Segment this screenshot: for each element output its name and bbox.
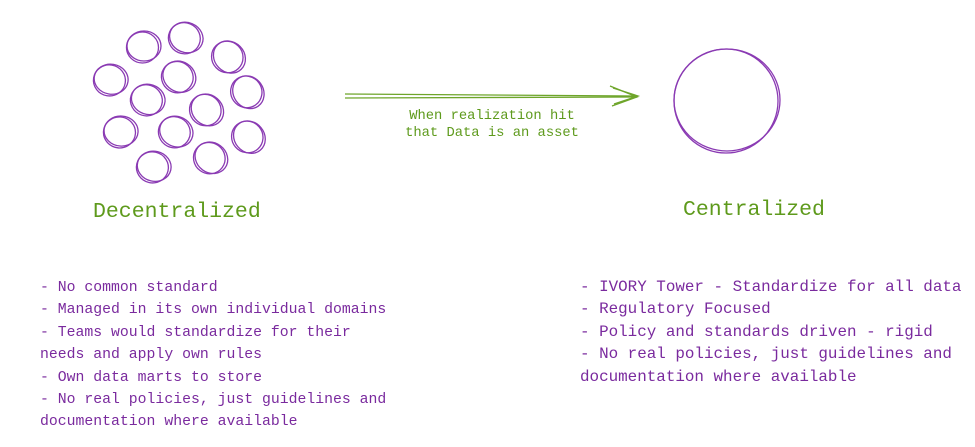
list-item: - Teams would standardize for their (40, 324, 351, 341)
small-circle (93, 63, 129, 95)
small-circle (135, 151, 170, 184)
arrow-label-line-2: that Data is an asset (405, 126, 579, 141)
list-item: needs and apply own rules (40, 347, 262, 364)
list-item: documentation where available (40, 414, 298, 431)
small-circle (159, 115, 194, 148)
small-circle (162, 60, 197, 93)
arrow-label: When realization hit that Data is an ass… (392, 108, 592, 142)
list-item: - Regulatory Focused (580, 300, 771, 319)
small-circle (212, 40, 247, 74)
decentralized-title: Decentralized (93, 200, 261, 224)
list-item: - No common standard (40, 280, 218, 296)
list-item: - No real policies, just guidelines and (580, 345, 952, 364)
list-item: - Managed in its own individual domains (40, 302, 387, 319)
list-item: - Policy and standards driven - rigid (580, 322, 933, 341)
centralized-title: Centralized (683, 198, 825, 222)
small-circle (232, 120, 266, 154)
arrow-label-line-1: When realization hit (409, 109, 575, 124)
centralized-notes: - IVORY Tower - Standardize for all data… (580, 276, 961, 388)
small-circle (130, 83, 166, 116)
centralized-circle (673, 48, 781, 154)
small-circle (103, 115, 139, 147)
small-circle (232, 75, 265, 110)
small-circle (136, 150, 172, 183)
list-item: - IVORY Tower - Standardize for all data (580, 278, 962, 296)
decentralized-notes: - No common standard - Managed in its ow… (40, 277, 386, 434)
transition-arrow (344, 85, 641, 107)
list-item: - No real policies, just guidelines and (40, 391, 387, 408)
small-circle (168, 21, 204, 54)
small-circle (126, 30, 162, 62)
decentralized-circles (92, 21, 266, 184)
list-item: - Own data marts to store (40, 369, 262, 386)
list-item: documentation where available (580, 367, 857, 386)
small-circle (190, 93, 225, 127)
small-circle (194, 141, 229, 175)
